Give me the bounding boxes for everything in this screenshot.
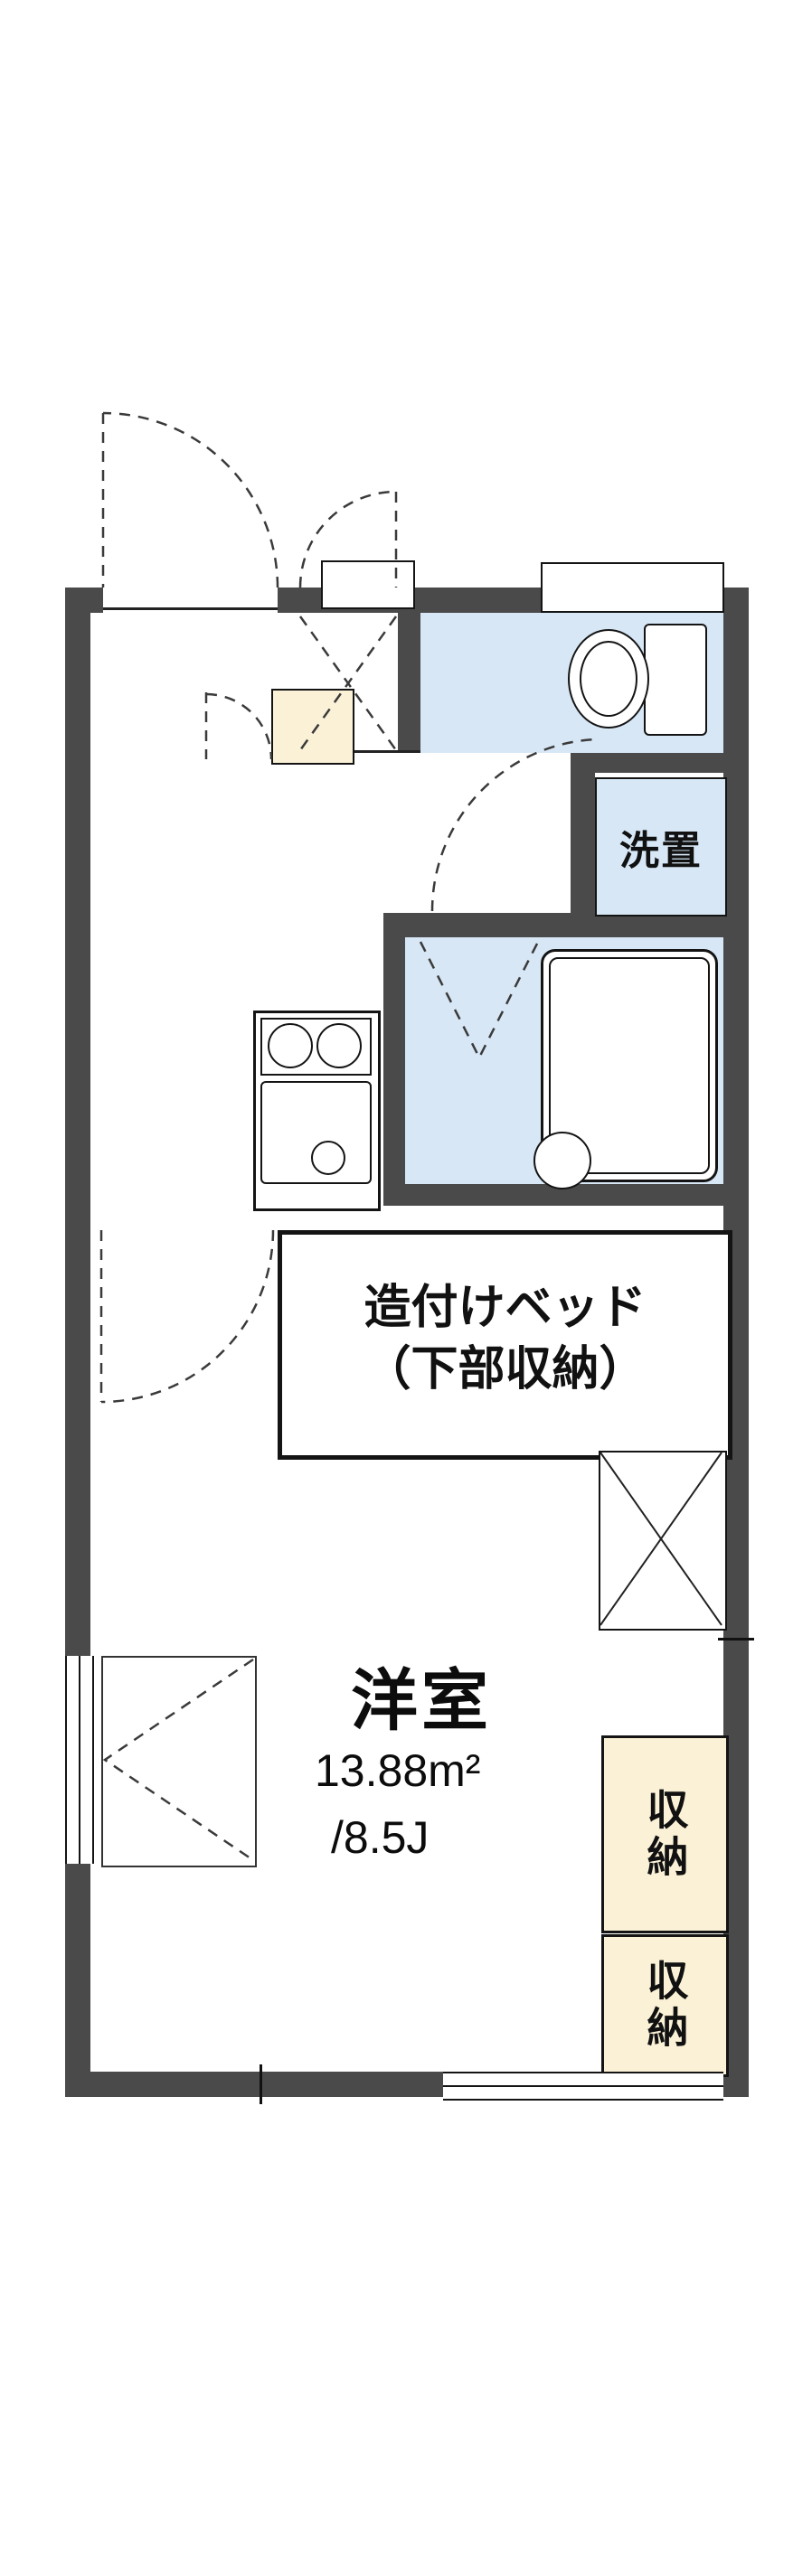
- main-room-window-left: [65, 1656, 94, 1864]
- window-mid-line: [443, 2085, 723, 2087]
- toilet-bowl-inner-ring: [580, 641, 637, 717]
- washer-space: 洗置: [595, 777, 727, 917]
- bathtub-inner-rim: [549, 957, 710, 1174]
- room-door-swing-arc: [100, 1229, 275, 1404]
- toilet-tank: [644, 624, 707, 736]
- window-casement-rect: [101, 1656, 257, 1867]
- built-in-bed-box: 造付けベッド （下部収納）: [278, 1230, 732, 1460]
- washer-label: 洗置: [619, 829, 703, 873]
- wall-washer-left: [571, 753, 595, 913]
- room-area-jo-label: /8.5J: [331, 1812, 430, 1863]
- wall-bottom: [65, 2072, 443, 2097]
- wall-under-toilet: [571, 753, 749, 773]
- room-name-label: 洋室: [351, 1663, 492, 1738]
- toilet-window: [541, 562, 724, 613]
- bed-label-line2: （下部収納）: [364, 1343, 647, 1396]
- storage1-label: 収納: [641, 1787, 689, 1882]
- entrance-door-swing-arc: [102, 411, 279, 588]
- window-mid-line: [79, 1656, 80, 1864]
- wall-tick-bottom: [260, 2064, 262, 2104]
- wall-left: [65, 588, 90, 2097]
- sink-drain-icon: [311, 1141, 345, 1175]
- storage2-label: 収納: [641, 1959, 689, 2053]
- genkan-door-arc: [205, 692, 273, 760]
- stove-burner-right-icon: [316, 1023, 362, 1068]
- main-room-window-bottom: [443, 2072, 723, 2101]
- genkan-step: [271, 689, 354, 765]
- wall-bath-top: [383, 913, 723, 937]
- entrance-threshold-line: [103, 607, 278, 610]
- wall-tick-right: [718, 1638, 754, 1641]
- storage-closet-2: 収納: [601, 1934, 729, 2077]
- wall-toilet-left: [398, 609, 420, 753]
- wall-bath-left: [383, 913, 405, 1184]
- room-area-m2-label: 13.88m²: [315, 1745, 481, 1796]
- entrance-meter-box: [321, 560, 415, 609]
- stove-burner-left-icon: [268, 1023, 313, 1068]
- bath-drain-icon: [533, 1132, 591, 1189]
- fridge-space: [599, 1451, 727, 1631]
- storage-closet-1: 収納: [601, 1735, 729, 1933]
- wall-top-left-stub: [65, 588, 103, 613]
- bed-label-line1: 造付けベッド: [364, 1282, 647, 1334]
